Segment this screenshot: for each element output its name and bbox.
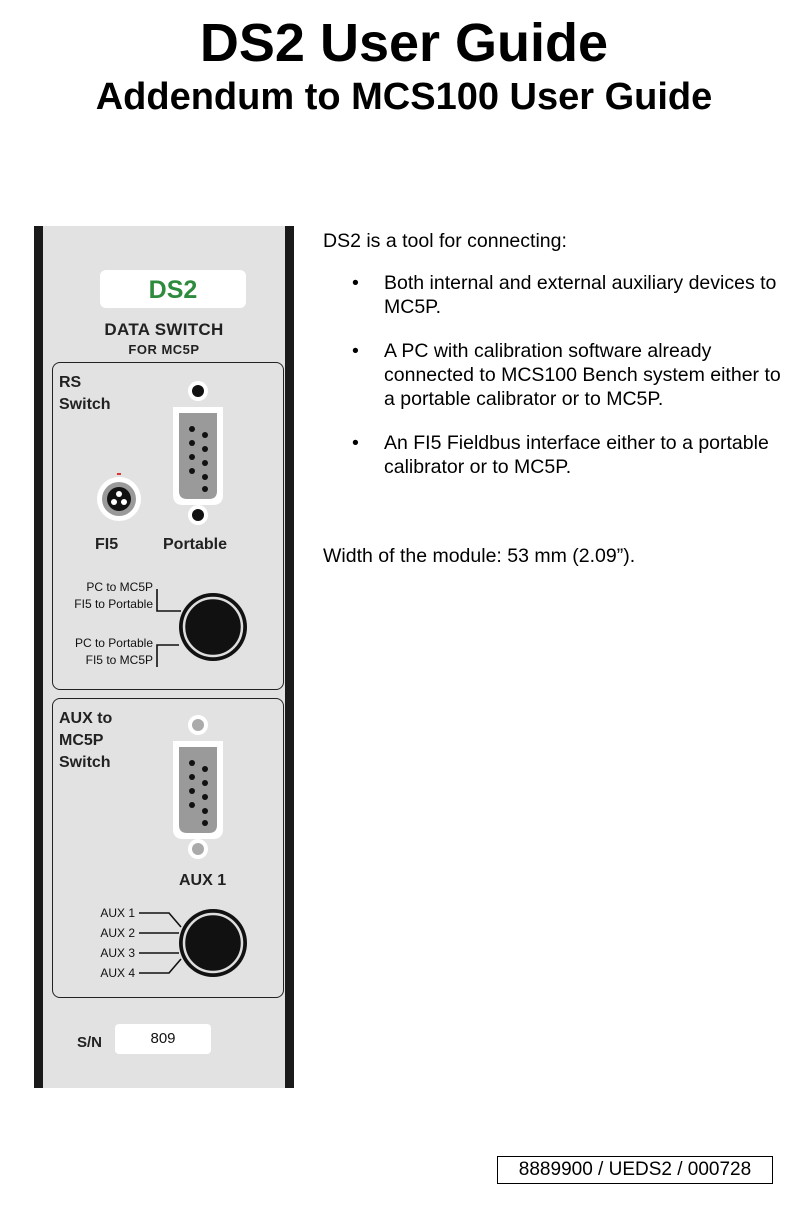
page-title: DS2 User Guide [199,13,609,73]
module-width-note: Width of the module: 53 mm (2.09”). [323,545,636,567]
list-item: •An FI5 Fieldbus interface either to a p… [352,432,769,478]
list-item: •A PC with calibration software already … [352,340,781,410]
rs-position-1: PC to MC5P [86,580,153,594]
module-logo: DS2 [100,270,246,308]
module-panel: DS2 DATA SWITCH FOR MC5P RS Switch [34,226,294,1088]
aux-position-2: AUX 2 [100,926,135,940]
serial-value: 809 [115,1024,211,1054]
bullet-icon: • [352,432,359,454]
aux-switch-section: AUX to MC5P Switch AUX 1 AUX 1 AUX 2 [52,698,284,998]
aux-label-3: Switch [59,754,111,771]
fi5-label: FI5 [95,536,119,553]
bullet-icon: • [352,340,359,362]
portable-label: Portable [163,536,228,553]
aux-label-1: AUX to [59,710,113,727]
document-number: 8889900 / UEDS2 / 000728 [497,1156,773,1184]
connection-list: •Both internal and external auxiliary de… [352,271,792,499]
rs-label: RS [59,374,82,391]
list-item: •Both internal and external auxiliary de… [352,272,777,318]
aux-position-1: AUX 1 [100,906,135,920]
aux-position-4: AUX 4 [100,966,135,980]
rs-switch-label: Switch [59,396,111,413]
aux-rotary-switch[interactable] [139,899,259,985]
rs-position-4: FI5 to MC5P [85,653,153,667]
bullet-icon: • [352,272,359,294]
aux1-label: AUX 1 [179,872,227,889]
aux-label-2: MC5P [59,732,104,749]
intro-text: DS2 is a tool for connecting: [323,230,567,252]
fi5-connector-icon [97,473,141,521]
rs-switch-section: RS Switch FI5 Portable [52,362,284,690]
module-name: DATA SWITCH [104,320,224,339]
aux-position-3: AUX 3 [100,946,135,960]
rs-rotary-switch[interactable] [149,579,259,679]
serial-label: S/N [77,1034,103,1051]
rs-position-2: FI5 to Portable [74,597,153,611]
portable-db9-connector-icon [173,381,223,525]
rs-position-3: PC to Portable [74,636,153,650]
module-subname: FOR MC5P [128,342,200,357]
page-subtitle: Addendum to MCS100 User Guide [95,76,713,118]
aux1-db9-connector-icon [173,715,223,859]
